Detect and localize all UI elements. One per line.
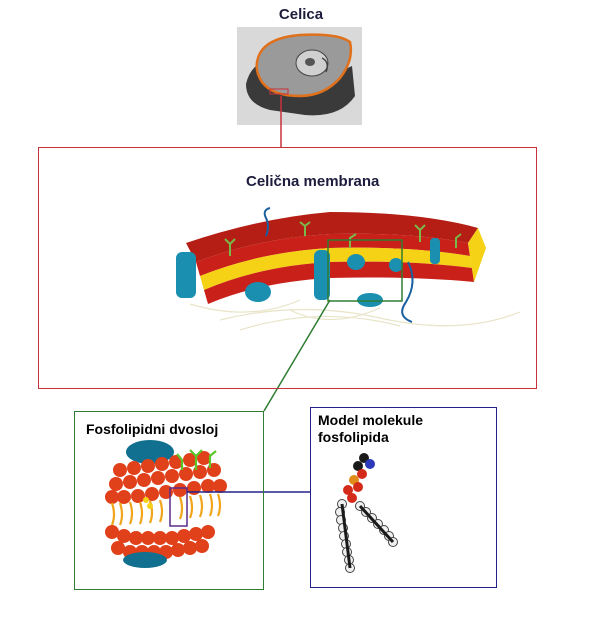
molecule-frame (310, 407, 497, 588)
molecule-title-line2: fosfolipida (318, 429, 389, 445)
membrane-title: Celična membrana (246, 173, 380, 190)
molecule-illustration (335, 453, 398, 573)
molecule-title-line1: Model molekule (318, 412, 424, 428)
cell-title: Celica (278, 6, 324, 23)
membrane-illustration (176, 207, 521, 331)
membrane-frame (38, 147, 537, 389)
cell-illustration (237, 27, 362, 125)
bilayer-illustration (105, 440, 227, 568)
molecule-title: Model molekule fosfolipida (318, 412, 488, 446)
bilayer-frame (74, 411, 264, 590)
membrane-to-bilayer-connector (263, 299, 331, 412)
bilayer-title: Fosfolipidni dvosloj (86, 421, 219, 437)
